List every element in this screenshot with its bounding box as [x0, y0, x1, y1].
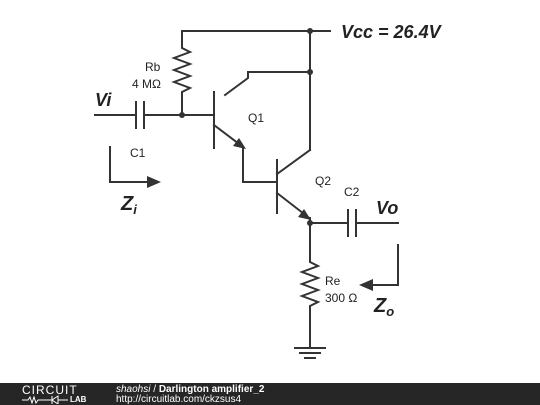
zo-subscript: o	[386, 304, 394, 319]
collector-node	[307, 69, 313, 75]
vi-label: Vi	[95, 90, 112, 110]
vo-label: Vo	[376, 198, 398, 218]
re-resistor	[299, 222, 321, 349]
logo-bottom-text: LAB	[70, 395, 87, 404]
username-link[interactable]: shaohsi	[116, 384, 151, 395]
circuitlab-logo[interactable]: CIRCUIT LAB	[22, 384, 102, 404]
q1-to-q2-wire	[242, 146, 276, 183]
circuit-url-link[interactable]: http://circuitlab.com/ckzsus4	[116, 394, 242, 405]
zi-arrow-line	[109, 146, 149, 183]
circuit-title: Darlington amplifier_2	[158, 384, 265, 395]
q1-collector-wire	[223, 71, 311, 97]
vcc-label: Vcc = 26.4V	[341, 22, 443, 42]
meta-separator: /	[150, 384, 159, 395]
zo-arrowhead	[359, 279, 373, 291]
circuit-meta: shaohsi / Darlington amplifier_2	[116, 385, 264, 395]
rb-resistor	[171, 30, 193, 116]
c2-label: C2	[344, 185, 360, 199]
zo-label: Zo	[373, 295, 394, 319]
re-name-label: Re	[325, 274, 341, 288]
footer-bar: CIRCUIT LAB shaohsi / Darlington amplifi…	[0, 383, 540, 405]
output-node-wire	[309, 217, 348, 224]
rb-value-label: 4 MΩ	[132, 77, 161, 91]
logo-circuit-symbol	[22, 395, 68, 404]
circuit-schematic: Vcc = 26.4V Vi Vo Rb 4 MΩ C1 Q1 Q2 C2 Re…	[94, 22, 443, 359]
q2-collector-line	[275, 148, 312, 176]
zi-main: Z	[120, 193, 134, 215]
zi-label: Zi	[120, 193, 137, 217]
rb-name-label: Rb	[145, 60, 161, 74]
zo-arrow-line	[371, 244, 399, 286]
q2-label: Q2	[315, 174, 331, 188]
zo-main: Z	[373, 295, 387, 317]
zi-subscript: i	[133, 202, 137, 217]
zi-arrowhead	[147, 176, 161, 188]
c1-label: C1	[130, 146, 146, 160]
logo-top-text: CIRCUIT	[22, 383, 78, 397]
q2-emitter-arrow	[298, 209, 311, 220]
re-value-label: 300 Ω	[325, 291, 357, 305]
q1-label: Q1	[248, 111, 264, 125]
vcc-node	[307, 28, 313, 34]
